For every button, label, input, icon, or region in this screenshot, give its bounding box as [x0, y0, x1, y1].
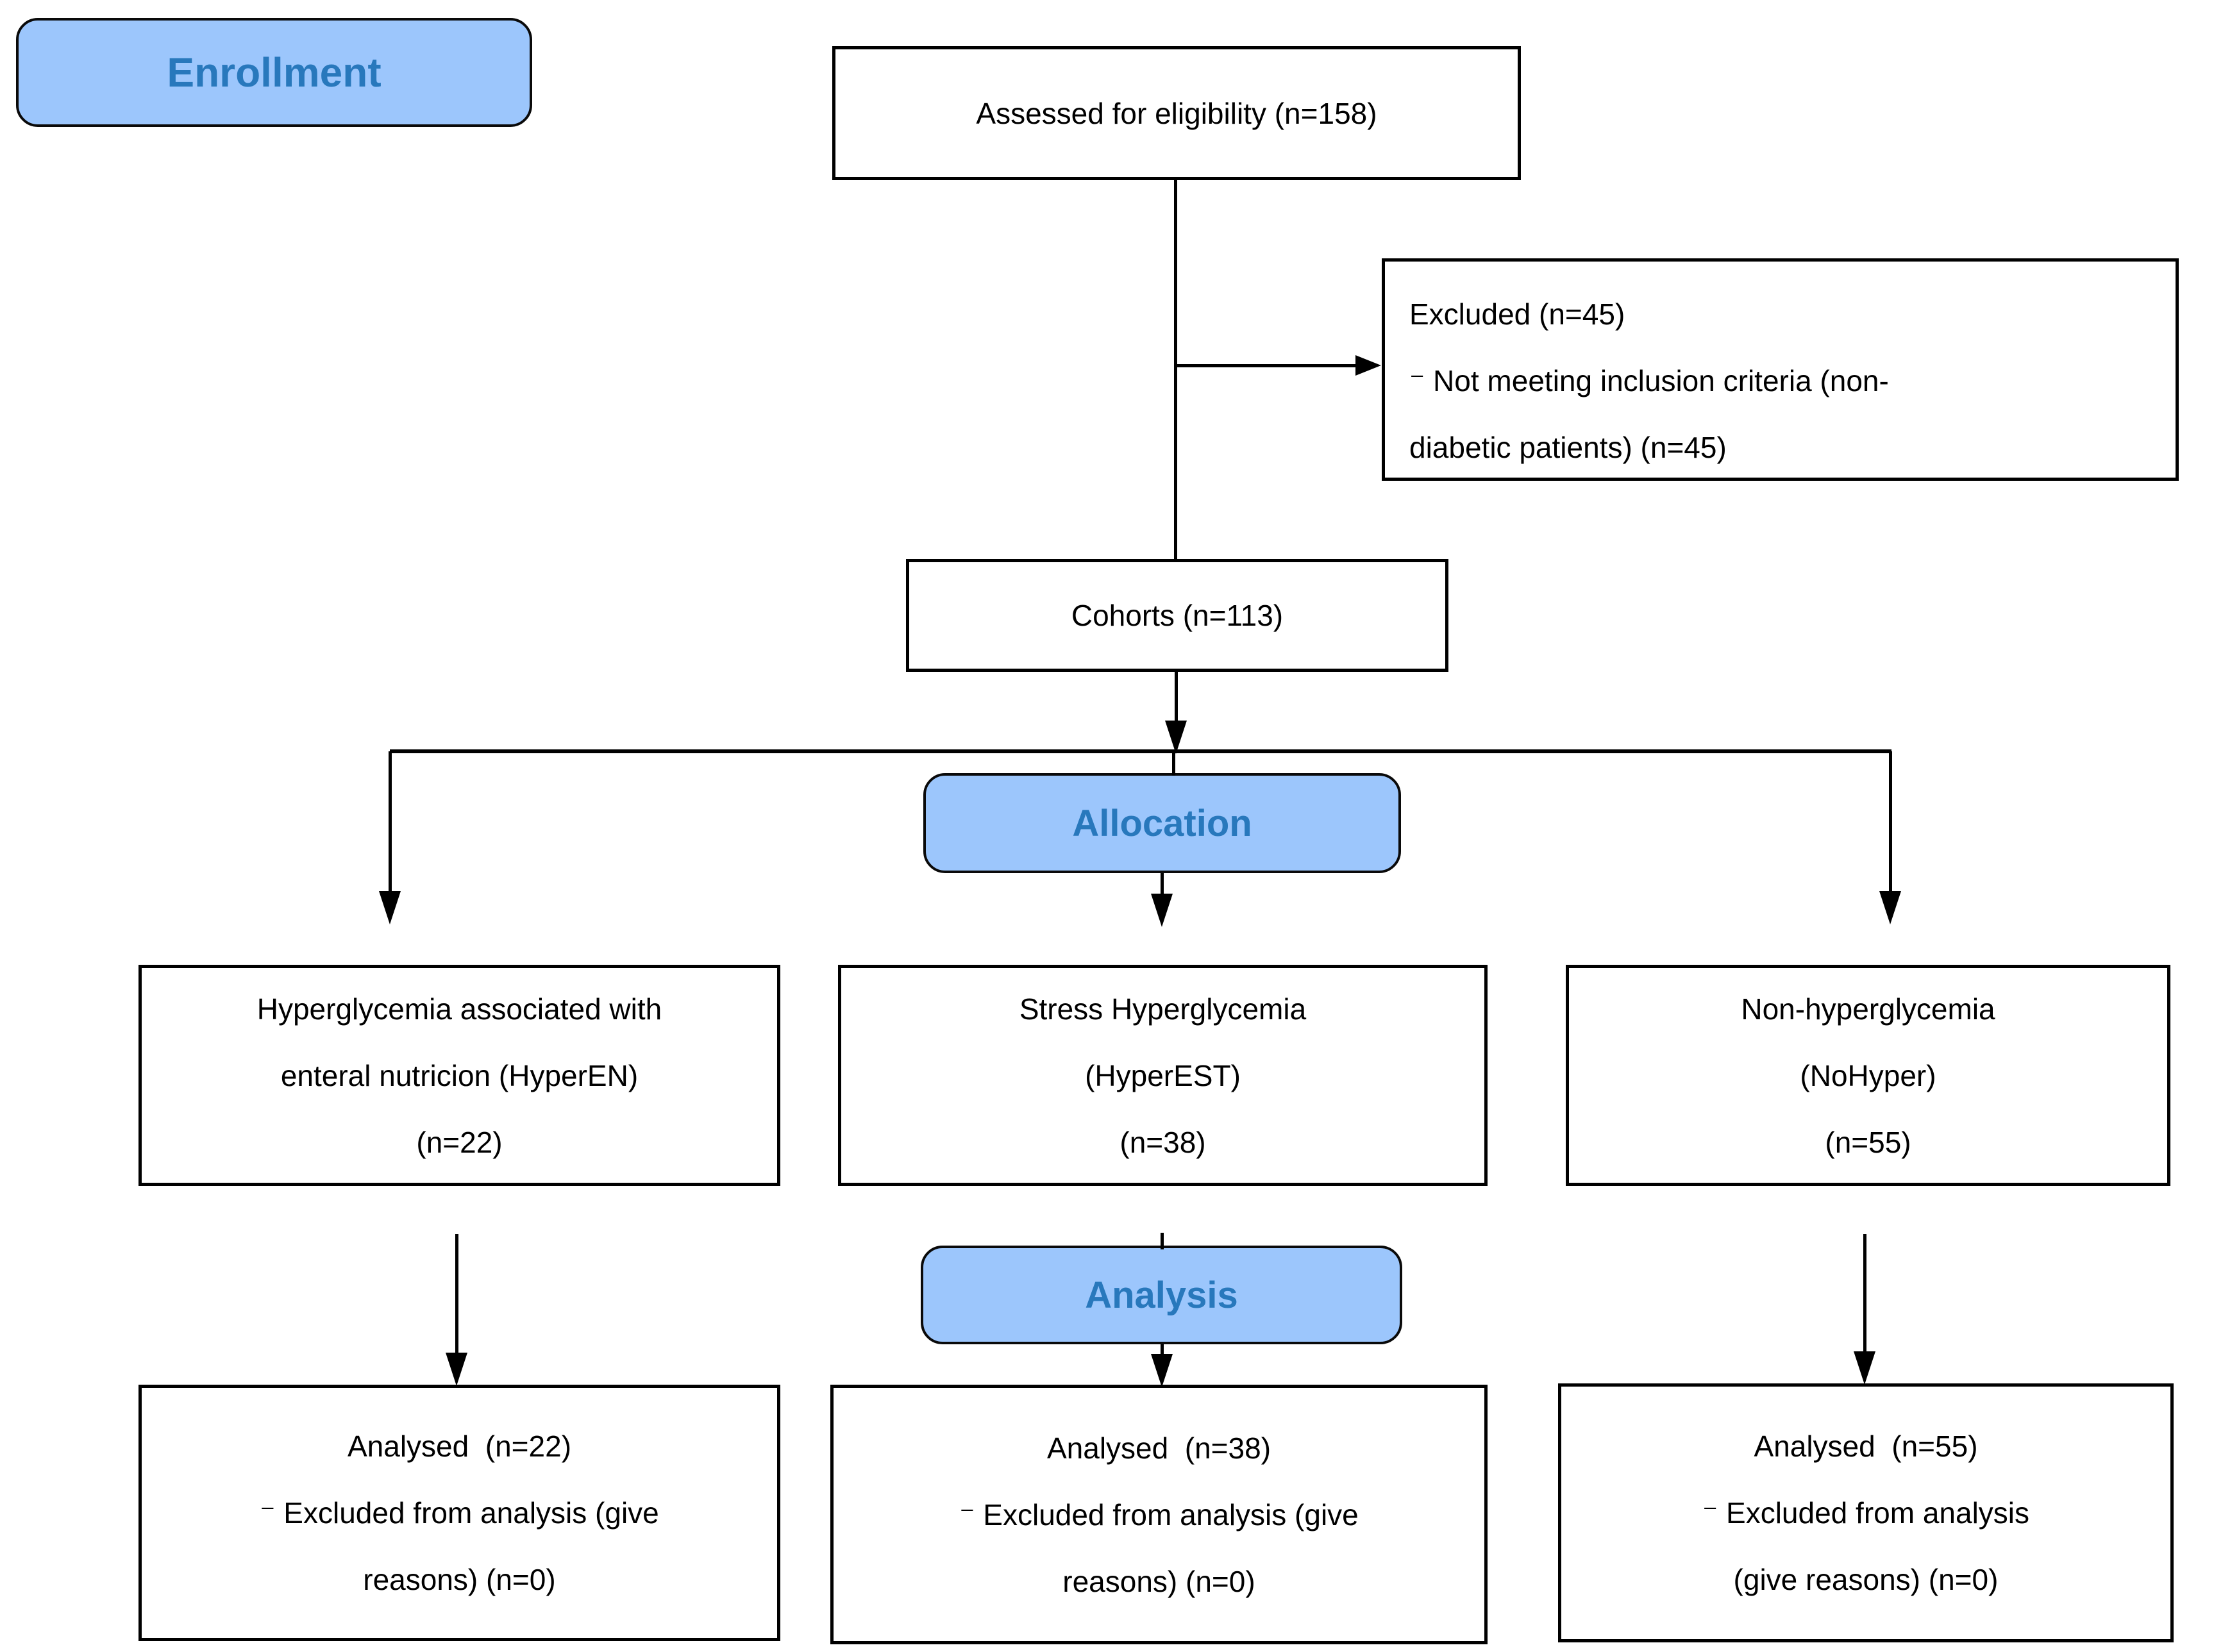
- analysed-nohyper-line3: (give reasons) (n=0): [1733, 1563, 1999, 1596]
- analysed-box-nohyper: Analysed (n=55) ⁻ Excluded from analysis…: [1558, 1383, 2174, 1642]
- arm-hyperest-line1: Stress Hyperglycemia: [1019, 992, 1307, 1026]
- stage-label-allocation: Allocation: [923, 773, 1401, 873]
- analysed-box-hyperen: Analysed (n=22) ⁻ Excluded from analysis…: [138, 1385, 780, 1641]
- analysed-hyperen-line2: ⁻ Excluded from analysis (give: [260, 1496, 659, 1530]
- cohorts-box: Cohorts (n=113): [906, 559, 1448, 672]
- connector-hyperest-to-analysis: [1161, 1233, 1164, 1249]
- connector-branch-left: [389, 751, 392, 891]
- arrowhead-hyperest-analysed: [1151, 1354, 1173, 1387]
- arrowhead-hyperen-analysed: [446, 1353, 467, 1386]
- analysed-box-hyperest: Analysed (n=38) ⁻ Excluded from analysis…: [830, 1385, 1488, 1644]
- stage-label-analysis-text: Analysis: [1085, 1274, 1238, 1316]
- arrowhead-junction: [1165, 721, 1187, 754]
- arm-hyperen-n: (n=22): [416, 1125, 503, 1159]
- assessed-text: Assessed for eligibility (n=158): [976, 96, 1377, 130]
- stage-label-allocation-text: Allocation: [1072, 802, 1252, 844]
- analysed-hyperest-line2: ⁻ Excluded from analysis (give: [959, 1498, 1359, 1531]
- analysed-hyperest-line1: Analysed (n=38): [1046, 1431, 1271, 1465]
- connector-hyperen-to-analysed: [455, 1234, 458, 1353]
- stage-label-enrollment: Enrollment: [16, 18, 532, 127]
- arrowhead-branch-right: [1879, 891, 1901, 924]
- arm-nohyper-n: (n=55): [1825, 1125, 1911, 1159]
- arrowhead-branch-left: [379, 891, 401, 924]
- connector-to-excluded: [1175, 364, 1355, 367]
- excluded-reason-line1: ⁻ Not meeting inclusion criteria (non-: [1409, 364, 1889, 397]
- cohorts-text: Cohorts (n=113): [1071, 599, 1284, 632]
- connector-assessed-to-cohorts: [1174, 180, 1177, 559]
- analysed-hyperen-line1: Analysed (n=22): [347, 1430, 572, 1463]
- connector-branch-right: [1889, 751, 1892, 891]
- stage-label-analysis: Analysis: [921, 1246, 1402, 1344]
- connector-nohyper-to-analysed: [1863, 1234, 1866, 1351]
- arrowhead-nohyper-analysed: [1854, 1351, 1875, 1385]
- arm-nohyper-line1: Non-hyperglycemia: [1741, 992, 1995, 1026]
- excluded-title: Excluded (n=45): [1409, 297, 1625, 331]
- connector-branch-horizontal: [390, 749, 1891, 753]
- connector-junction-to-allocation: [1172, 751, 1175, 776]
- arm-hyperest-n: (n=38): [1120, 1125, 1206, 1159]
- connector-analysis-down: [1161, 1344, 1164, 1354]
- arm-box-nohyper: Non-hyperglycemia (NoHyper) (n=55): [1566, 965, 2170, 1186]
- analysed-nohyper-line1: Analysed (n=55): [1754, 1430, 1978, 1463]
- stage-label-enrollment-text: Enrollment: [167, 49, 382, 96]
- excluded-box: Excluded (n=45) ⁻ Not meeting inclusion …: [1382, 258, 2179, 481]
- arm-hyperen-line1: Hyperglycemia associated with: [256, 992, 662, 1026]
- arm-box-hyperest: Stress Hyperglycemia (HyperEST) (n=38): [838, 965, 1488, 1186]
- arm-hyperest-line2: (HyperEST): [1085, 1058, 1241, 1092]
- excluded-reason-line2: diabetic patients) (n=45): [1409, 431, 1727, 464]
- assessed-box: Assessed for eligibility (n=158): [832, 46, 1521, 180]
- connector-allocation-down: [1161, 873, 1164, 894]
- arrowhead-excluded: [1355, 355, 1381, 376]
- arm-hyperen-line2: enteral nutricion (HyperEN): [280, 1058, 639, 1092]
- analysed-nohyper-line2: ⁻ Excluded from analysis: [1702, 1496, 2030, 1530]
- connector-cohorts-to-junction: [1175, 672, 1178, 721]
- arm-box-hyperen: Hyperglycemia associated with enteral nu…: [138, 965, 780, 1186]
- analysed-hyperest-line3: reasons) (n=0): [1062, 1564, 1255, 1598]
- arrowhead-allocation-down: [1151, 894, 1173, 927]
- arm-nohyper-line2: (NoHyper): [1800, 1058, 1936, 1092]
- analysed-hyperen-line3: reasons) (n=0): [363, 1563, 556, 1596]
